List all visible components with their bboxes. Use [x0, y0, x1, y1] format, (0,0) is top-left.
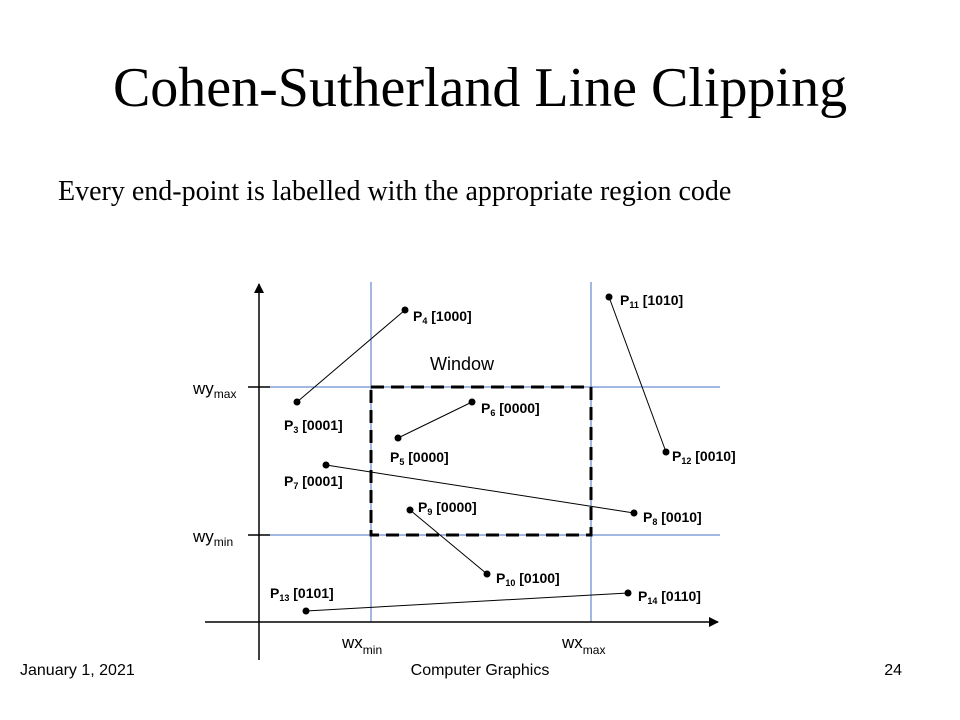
point-p11	[605, 293, 613, 301]
segment-p13-p14	[305, 592, 629, 612]
label-p8: P8 [0010]	[643, 509, 702, 527]
point-p6	[468, 398, 476, 406]
point-p5	[394, 434, 402, 442]
segment-p7-p8	[325, 464, 635, 514]
segment-p5-p6	[397, 401, 473, 439]
clip-window	[369, 385, 593, 537]
label-p4: P4 [1000]	[413, 308, 472, 326]
point-p3	[293, 398, 301, 406]
label-p9: P9 [0000]	[418, 499, 477, 517]
label-p13: P13 [0101]	[270, 585, 334, 603]
label-p14: P14 [0110]	[638, 588, 701, 606]
point-p8	[630, 509, 638, 517]
label-p11: P11 [1010]	[620, 292, 683, 310]
point-p7	[322, 461, 330, 469]
point-p12	[662, 448, 670, 456]
label-p5: P5 [0000]	[390, 449, 449, 467]
point-p9	[406, 506, 414, 514]
point-p4	[401, 306, 409, 314]
label-p12: P12 [0010]	[672, 448, 736, 466]
label-p7: P7 [0001]	[284, 473, 343, 491]
label-p6: P6 [0000]	[481, 400, 540, 418]
slide-subtitle: Every end-point is labelled with the app…	[58, 176, 732, 207]
wx-max-label: wxmax	[561, 633, 605, 657]
wx-min-label: wxmin	[341, 633, 382, 657]
footer-date: January 1, 2021	[20, 662, 135, 679]
point-p14	[624, 589, 632, 597]
segment-p9-p10	[409, 509, 488, 575]
wy-min-label: wymin	[192, 527, 233, 549]
point-p13	[302, 607, 310, 615]
segment-p11-p12	[608, 296, 667, 453]
label-p3: P3 [0001]	[284, 417, 343, 435]
point-p10	[483, 570, 491, 578]
window-label: Window	[430, 354, 495, 374]
wy-max-label: wymax	[192, 379, 236, 401]
label-p10: P10 [0100]	[496, 570, 560, 588]
footer-course: Computer Graphics	[410, 662, 550, 679]
segment-p3-p4	[296, 309, 406, 403]
slide-title: Cohen-Sutherland Line Clipping	[112, 57, 848, 119]
footer-page-number: 24	[884, 662, 902, 679]
